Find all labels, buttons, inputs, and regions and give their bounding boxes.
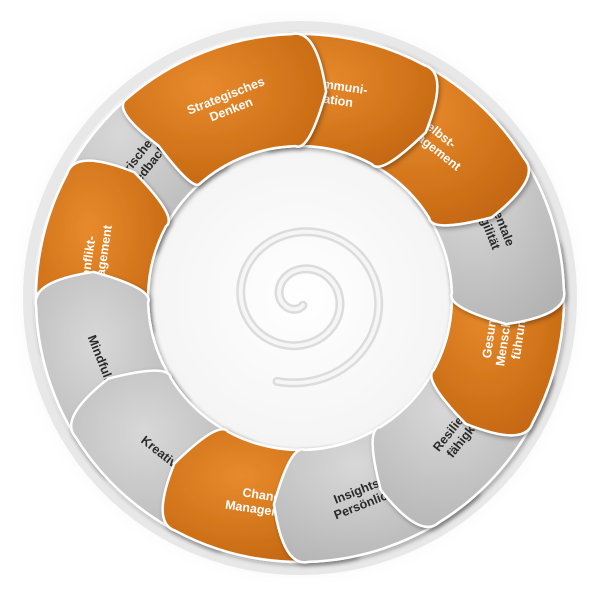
segment-shape-strategisches-denken xyxy=(121,32,328,187)
outer-rim xyxy=(23,21,577,575)
center-swirl xyxy=(236,227,384,388)
segment-strategisches-denken: StrategischesDenken xyxy=(121,32,328,187)
swirl-highlight xyxy=(238,229,381,385)
segment-group: TierischesFeedbackKonflikt-managementMin… xyxy=(34,32,566,564)
